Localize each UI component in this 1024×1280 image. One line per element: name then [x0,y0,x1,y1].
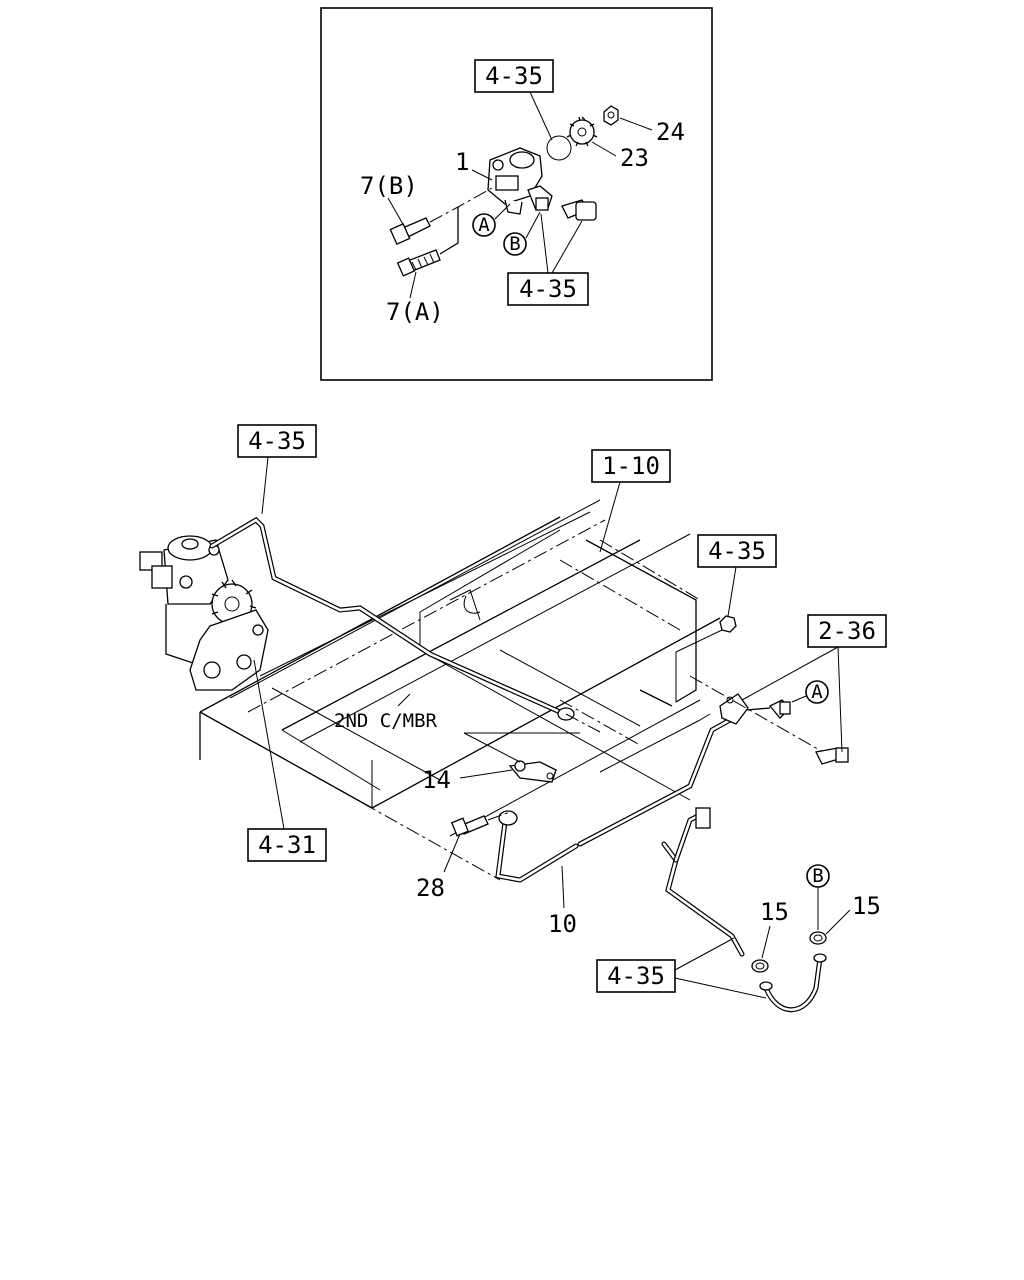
inset-ref-bottom-label: 4-35 [519,275,577,303]
suction-hose [759,953,827,1013]
svg-text:B: B [509,233,520,255]
ref-box-4-35-bottom: 4-35 [596,959,676,993]
flange-bolt-inset [561,199,597,221]
clamp-14 [508,760,557,783]
hose-bracket [719,693,791,725]
svg-text:4-35: 4-35 [708,537,766,565]
chassis-frame [199,499,721,881]
bolt-7b [389,217,431,246]
callout-23: 23 [620,144,649,172]
ref-box-4-31: 4-31 [247,828,327,862]
callout-7a: 7(A) [386,298,444,326]
inset-ref-top-label: 4-35 [485,62,543,90]
seal-ring [546,135,572,161]
suction-pipe [661,807,745,957]
svg-text:1-10: 1-10 [602,452,660,480]
callout-1: 1 [455,148,469,176]
svg-text:4-31: 4-31 [258,831,316,859]
ref-box-4-35-right: 4-35 [697,534,777,568]
hose-clip-15-left [751,959,769,973]
marker-a-main: A [805,680,829,704]
marker-b-inset: B [503,232,527,256]
return-pipe [209,516,575,721]
callout-24: 24 [656,118,685,146]
main-view: 4-35 1-10 4-35 2-36 4-31 4-35 [139,424,887,1013]
banjo-fitting-inset [527,185,553,211]
detail-inset: 4-35 [320,7,713,381]
nut-24 [603,105,619,126]
svg-text:A: A [478,214,490,236]
hose-clip-15-right [809,931,827,945]
callout-28: 28 [416,874,445,902]
svg-text:A: A [811,681,823,703]
steering-gear-assembly [139,535,269,691]
callout-14: 14 [422,766,451,794]
callout-10: 10 [548,910,577,938]
bolt-7a [396,249,441,277]
pressure-hose-10 [495,717,733,883]
svg-text:4-35: 4-35 [248,427,306,455]
svg-text:4-35: 4-35 [607,962,665,990]
ref-box-2-36: 2-36 [807,614,887,648]
marker-b-main: B [806,864,830,888]
ref-box-4-35-top-left: 4-35 [237,424,317,458]
callout-15-right: 15 [852,892,881,920]
bolt-28 [450,815,489,837]
svg-text:2-36: 2-36 [818,617,876,645]
cross-member-label: 2ND C/MBR [334,710,438,732]
svg-text:B: B [812,865,823,887]
inset-ref-box-top: 4-35 [474,59,554,93]
inset-ref-box-bottom: 4-35 [507,272,589,306]
marker-a-inset: A [472,213,496,237]
callout-7b: 7(B) [360,172,418,200]
callout-15-left: 15 [760,898,789,926]
ref-box-1-10: 1-10 [591,449,671,483]
sector-gear-23 [566,116,598,147]
nut-right [719,615,737,633]
